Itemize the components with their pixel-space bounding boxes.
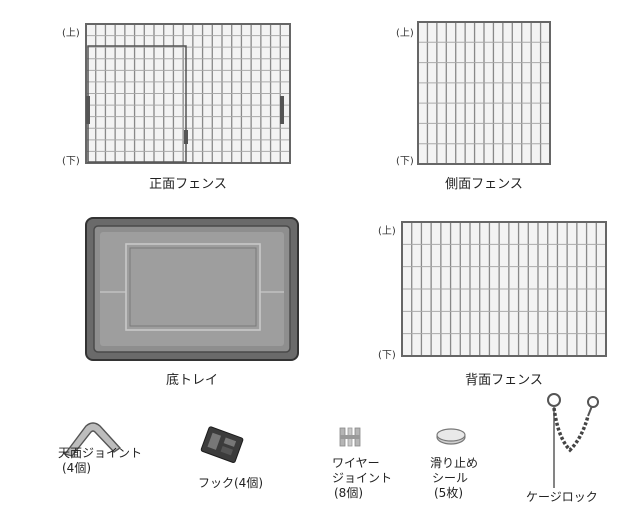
back-fence-top-mark: (上) — [378, 226, 396, 237]
anti-slip-qty: (5枚) — [434, 486, 463, 500]
front-fence-image — [85, 23, 291, 164]
front-fence-caption: 正面フェンス — [149, 177, 227, 192]
bottom-tray-caption: 底トレイ — [165, 373, 218, 388]
top-joint-image — [63, 422, 122, 457]
front-fence-top-mark: (上) — [62, 28, 80, 39]
wire-joint-qty: (8個) — [334, 486, 363, 500]
cage-lock-image — [547, 393, 599, 488]
hook-label: フック(4個) — [198, 476, 263, 490]
side-fence-caption: 側面フェンス — [445, 177, 523, 192]
back-fence-caption: 背面フェンス — [465, 373, 543, 388]
side-fence-image — [417, 21, 551, 165]
back-fence-bottom-mark: (下) — [378, 350, 396, 361]
side-fence-top-mark: (上) — [396, 28, 414, 39]
side-fence-bottom-mark: (下) — [396, 156, 414, 167]
bottom-tray-image — [85, 217, 299, 361]
anti-slip-seal-image — [436, 428, 466, 445]
back-fence-image — [401, 221, 607, 357]
wire-joint-image — [339, 427, 361, 447]
cage-lock-name: ケージロック — [526, 490, 598, 504]
anti-slip-name-2: シール — [432, 471, 469, 485]
top-joint-qty: (4個) — [62, 461, 91, 475]
wire-joint-name-2: ジョイント — [332, 471, 393, 485]
top-joint-name: 天面ジョイント — [58, 446, 143, 460]
anti-slip-name-1: 滑り止め — [430, 456, 479, 470]
front-fence-bottom-mark: (下) — [62, 156, 80, 167]
hook-image — [200, 426, 244, 463]
wire-joint-name-1: ワイヤー — [332, 456, 380, 470]
